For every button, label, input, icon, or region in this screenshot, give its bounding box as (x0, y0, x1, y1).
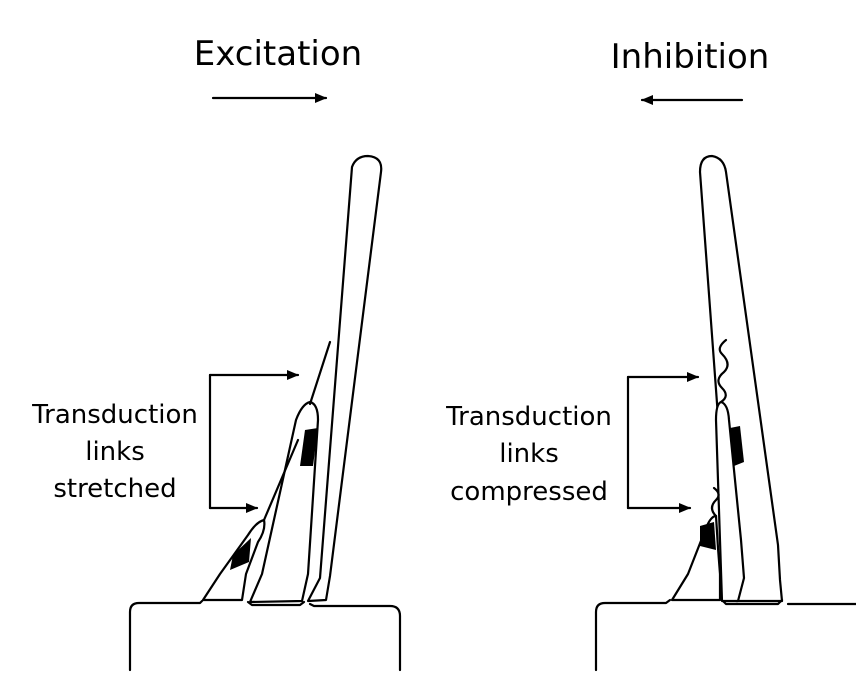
cell-surface-left (128, 599, 402, 672)
inhibition-panel: Inhibition Transduction links compressed (445, 37, 856, 672)
tip-link-lower-right (710, 486, 720, 518)
excitation-title: Excitation (194, 34, 362, 74)
excitation-panel: Excitation Transduction links stretched (31, 34, 402, 672)
link-label-line3-left: stretched (53, 474, 176, 504)
tall-stereocilium-left (306, 154, 383, 603)
link-label-line2-left: links (85, 437, 145, 467)
cell-surface-right (594, 598, 856, 672)
insertion-plaque-left-1 (300, 428, 318, 466)
insertion-plaque-right-2 (700, 522, 716, 550)
link-label-line1-right: Transduction (445, 402, 612, 432)
tall-stereocilium-right (698, 154, 784, 603)
tip-link-lower-left (262, 438, 300, 522)
link-label-line3-right: compressed (450, 477, 608, 507)
insertion-plaque-left-2 (230, 538, 251, 570)
link-label-line2-right: links (499, 439, 559, 469)
insertion-plaque-right-1 (730, 426, 744, 466)
link-label-line1-left: Transduction (31, 400, 198, 430)
inhibition-title: Inhibition (611, 37, 770, 77)
tip-link-upper-right (717, 338, 729, 404)
tip-link-upper-left (308, 340, 332, 406)
